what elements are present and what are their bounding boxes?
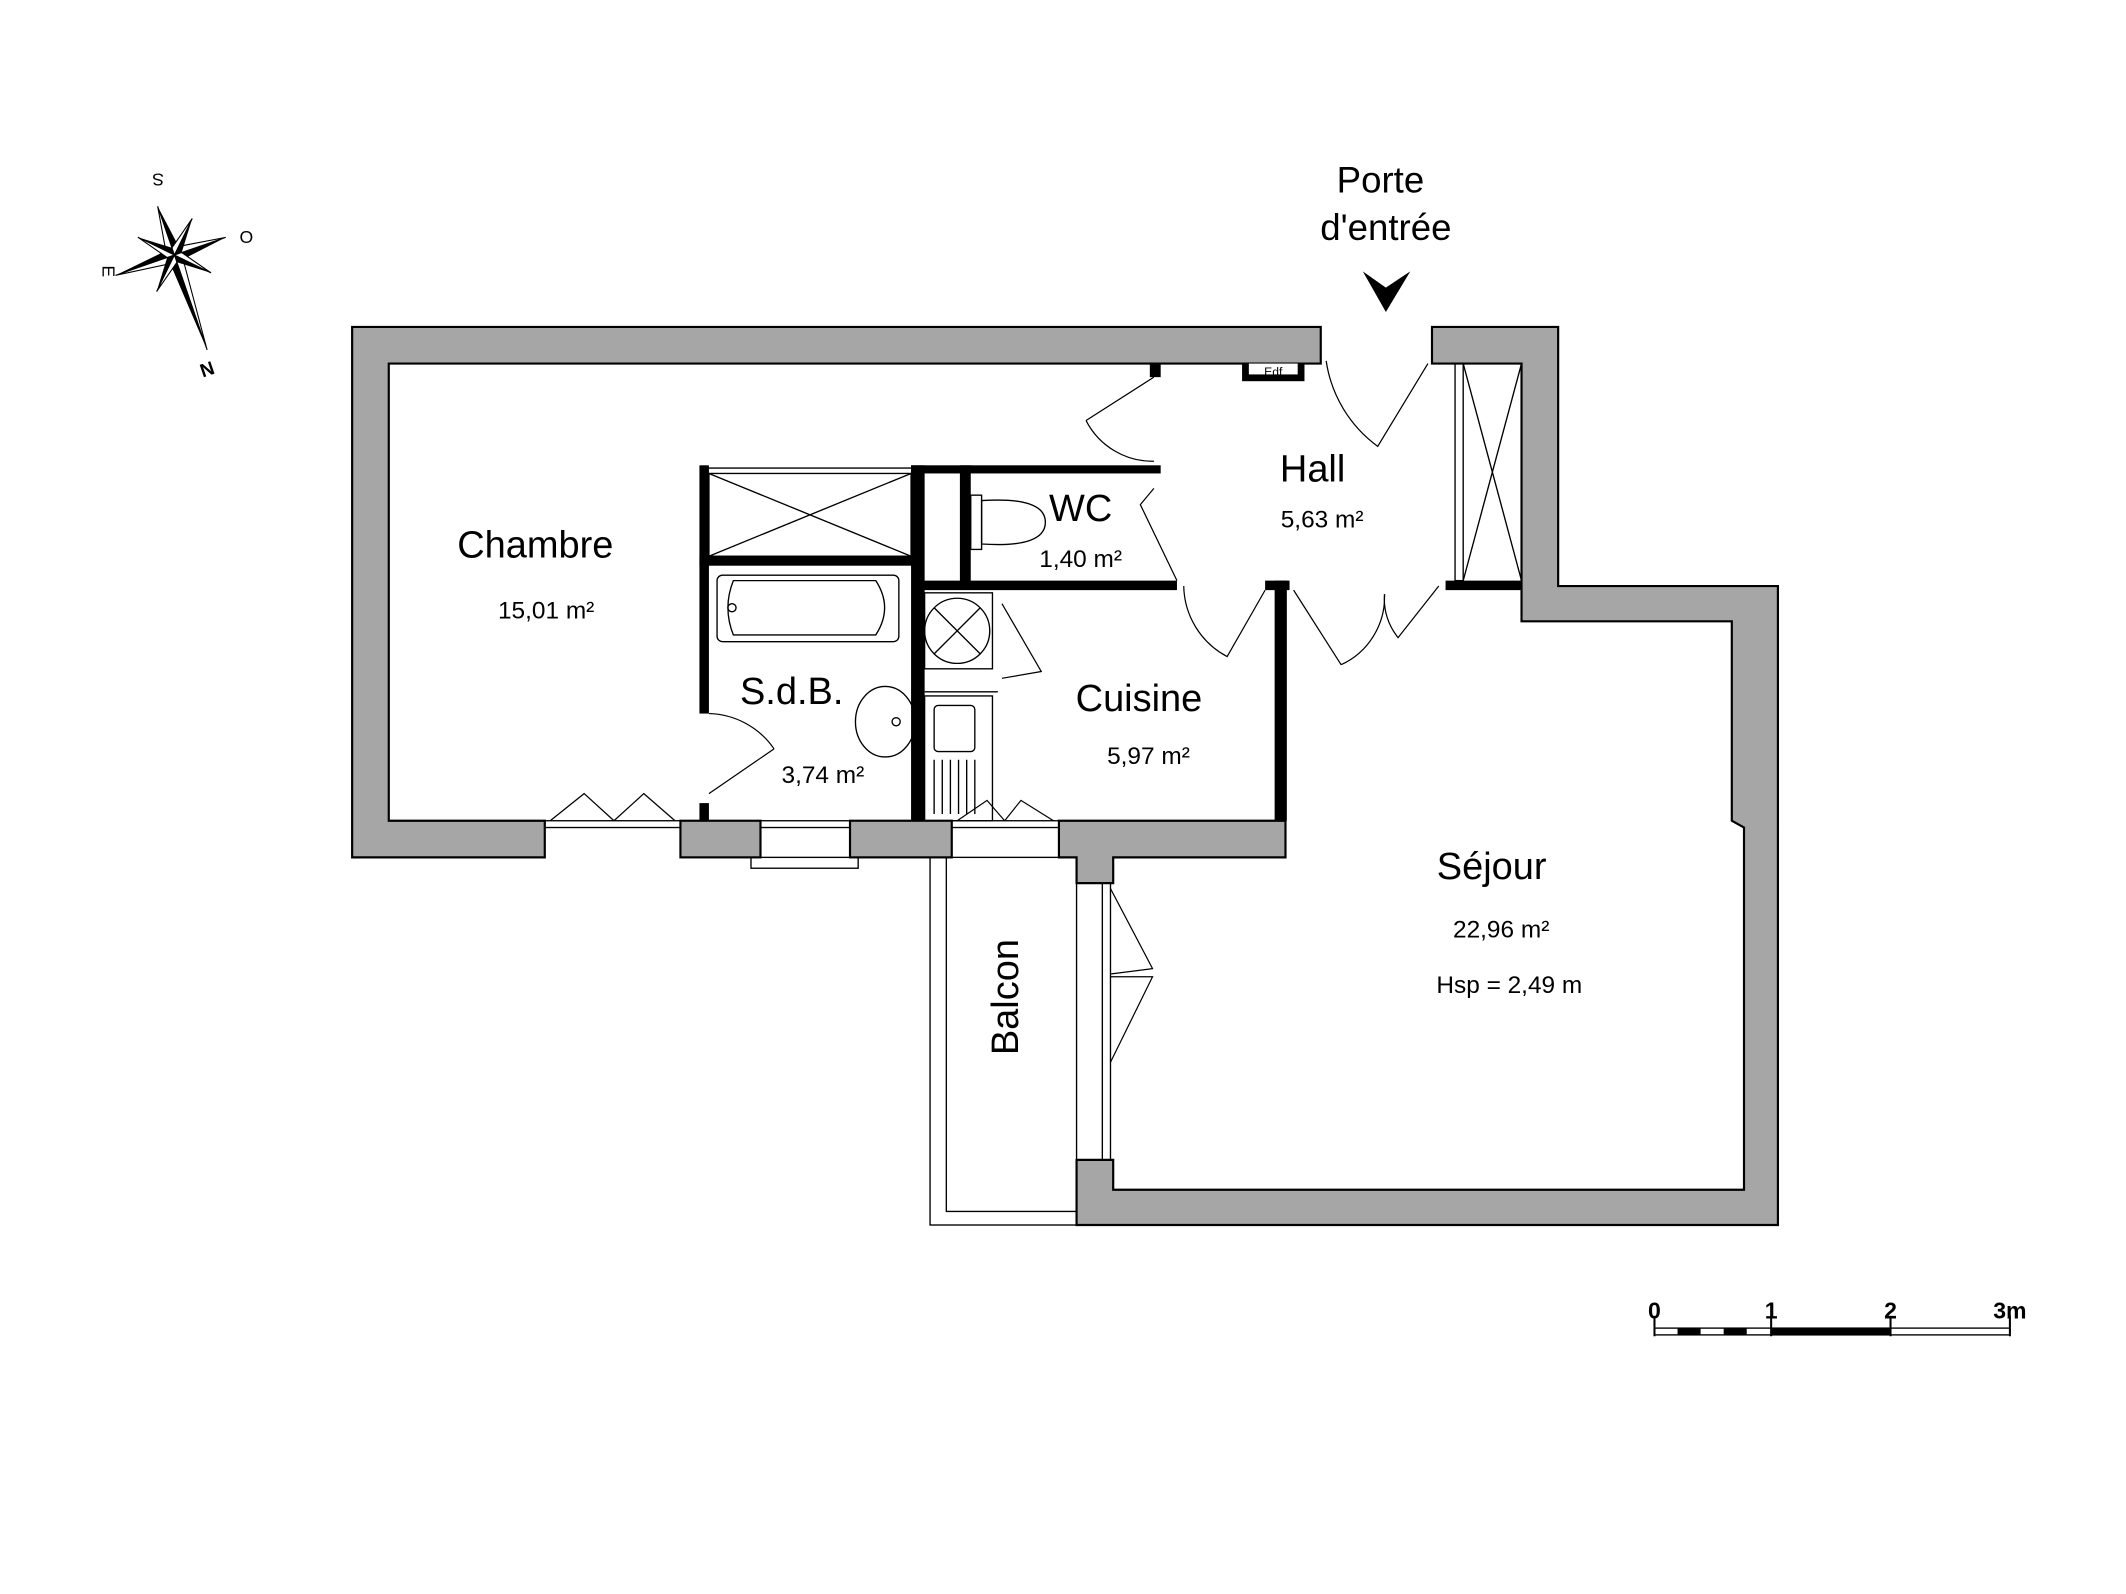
entrance-arrow-icon <box>1362 271 1411 313</box>
scale-label-3m: 3m <box>1993 1298 2026 1324</box>
sink-icon <box>923 695 994 822</box>
room-area-sejour: 22,96 m² <box>1453 916 1549 943</box>
room-area-cuisine: 5,97 m² <box>1107 743 1190 770</box>
entrance-label-line2: d'entrée <box>1320 207 1451 248</box>
washing-machine-icon <box>923 592 994 670</box>
scale-label-2: 2 <box>1884 1298 1897 1324</box>
room-name-sejour: Séjour <box>1437 846 1547 888</box>
room-name-sdb: S.d.B. <box>740 671 843 713</box>
compass-north: N <box>198 358 218 382</box>
doors: Edf <box>708 360 1440 795</box>
edf-meter-label: Edf <box>1264 365 1283 379</box>
room-name-hall: Hall <box>1280 449 1345 491</box>
toilet-icon <box>970 494 1047 551</box>
room-name-wc: WC <box>1049 488 1112 530</box>
closets <box>708 363 1523 581</box>
room-area-chambre: 15,01 m² <box>498 598 594 625</box>
scale-bar: 0 1 2 3m <box>1648 1298 2027 1337</box>
ceiling-height: Hsp = 2,49 m <box>1436 972 1582 999</box>
entrance-label-line1: Porte <box>1337 160 1425 201</box>
compass-rose-icon: S O E N <box>99 170 254 383</box>
bathtub-icon <box>716 574 900 643</box>
compass-south: S <box>152 170 164 190</box>
scale-label-1: 1 <box>1765 1298 1778 1324</box>
room-area-hall: 5,63 m² <box>1281 507 1364 534</box>
interior-walls <box>699 363 1522 821</box>
scale-label-0: 0 <box>1648 1298 1661 1324</box>
fixtures <box>716 494 1047 822</box>
room-area-sdb: 3,74 m² <box>782 762 865 789</box>
washbasin-icon <box>854 685 916 758</box>
room-name-chambre: Chambre <box>457 525 613 567</box>
compass-west: O <box>239 227 253 247</box>
room-name-balcon: Balcon <box>985 939 1027 1055</box>
room-name-cuisine: Cuisine <box>1076 678 1203 720</box>
compass-east: E <box>99 265 119 277</box>
room-area-wc: 1,40 m² <box>1039 546 1122 573</box>
balcony <box>929 856 1078 1226</box>
